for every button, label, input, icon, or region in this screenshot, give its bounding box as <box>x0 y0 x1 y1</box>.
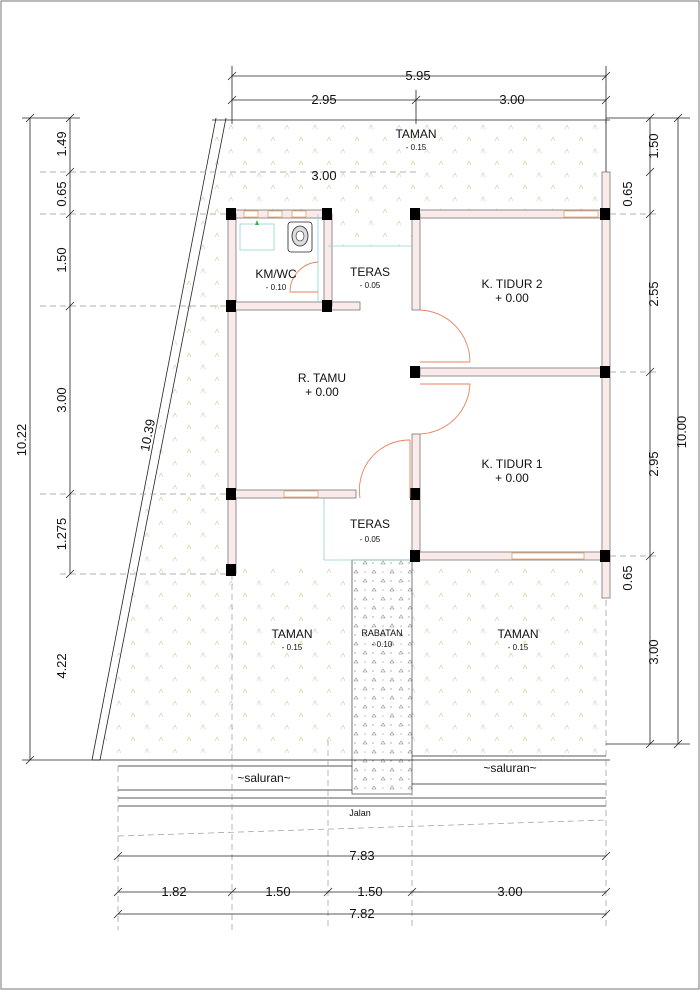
dim-right-1: 1.50 <box>646 133 661 158</box>
dimension-labels: 5.95 2.95 3.00 3.00 1.49 0.65 1.50 3.00 … <box>14 68 689 921</box>
dim-right-total: 10.00 <box>674 416 689 449</box>
rabatan-name: RABATAN <box>361 628 402 638</box>
teras-bottom-name: TERAS <box>350 517 390 531</box>
jalan-label: Jalan <box>349 808 371 818</box>
faucet-icon <box>255 220 259 225</box>
dim-right-4: 2.95 <box>646 451 661 476</box>
bathroom-fixtures <box>239 220 313 253</box>
taman-top-level: - 0.15 <box>406 143 427 152</box>
room-labels: TAMAN - 0.15 KM/WC - 0.10 TERAS - 0.05 K… <box>255 127 543 652</box>
taman-left-name: TAMAN <box>271 627 312 641</box>
dim-left-1: 1.49 <box>54 131 69 156</box>
dim-top-total: 5.95 <box>405 68 430 83</box>
r-tamu-level: + 0.00 <box>305 385 339 399</box>
garden-areas <box>98 120 606 760</box>
dimension-lines <box>22 66 690 919</box>
dim-diagonal: 10.39 <box>137 418 158 453</box>
street-labels: ~saluran~ ~saluran~ Jalan <box>237 761 536 818</box>
dim-bottom-total: 7.82 <box>349 906 374 921</box>
dim-bottom-1: 1.82 <box>161 884 186 899</box>
dim-left-6: 4.22 <box>54 653 69 678</box>
site-boundary <box>91 117 610 761</box>
dim-bottom-4: 3.00 <box>497 884 522 899</box>
doors <box>289 261 471 499</box>
dim-top-right: 3.00 <box>499 92 524 107</box>
teras-top-name: TERAS <box>350 265 390 279</box>
dim-bottom-2: 1.50 <box>265 884 290 899</box>
dim-left-4: 3.00 <box>54 387 69 412</box>
taman-right-level: - 0.15 <box>508 643 529 652</box>
k-tidur-1-name: K. TIDUR 1 <box>481 457 542 471</box>
km-wc-level: - 0.10 <box>266 283 287 292</box>
teras-bottom-level: - 0.05 <box>360 535 381 544</box>
columns <box>226 208 610 576</box>
k-tidur-1-level: + 0.00 <box>495 471 529 485</box>
km-wc-name: KM/WC <box>255 267 297 281</box>
dim-left-5: 1.275 <box>54 518 69 551</box>
bathtub-icon <box>239 223 275 251</box>
rabatan-path <box>351 559 413 795</box>
terrace-outlines <box>317 214 412 561</box>
street <box>92 755 610 837</box>
taman-right-name: TAMAN <box>497 627 538 641</box>
k-tidur-2-name: K. TIDUR 2 <box>481 277 542 291</box>
teras-top-level: - 0.05 <box>360 281 381 290</box>
walls <box>227 171 611 599</box>
dim-top-left: 2.95 <box>311 92 336 107</box>
construction-lines <box>40 171 660 930</box>
dim-right-2: 0.65 <box>620 181 635 206</box>
dim-right-3: 2.55 <box>646 281 661 306</box>
taman-left-level: - 0.15 <box>282 643 303 652</box>
dim-terrace-width: 3.00 <box>311 168 336 183</box>
saluran-right: ~saluran~ <box>483 761 536 775</box>
dim-right-5: 0.65 <box>620 565 635 590</box>
dim-left-2: 0.65 <box>54 181 69 206</box>
k-tidur-2-level: + 0.00 <box>495 291 529 305</box>
dim-right-6: 3.00 <box>646 639 661 664</box>
rabatan-level: - 0.10 <box>372 640 393 649</box>
dim-left-total: 10.22 <box>14 424 29 457</box>
dim-bottom-overall: 7.83 <box>349 848 374 863</box>
toilet-icon <box>287 221 313 253</box>
dim-bottom-3: 1.50 <box>357 884 382 899</box>
dim-left-3: 1.50 <box>54 247 69 272</box>
r-tamu-name: R. TAMU <box>298 371 346 385</box>
saluran-left: ~saluran~ <box>237 771 290 785</box>
taman-top-name: TAMAN <box>395 127 436 141</box>
